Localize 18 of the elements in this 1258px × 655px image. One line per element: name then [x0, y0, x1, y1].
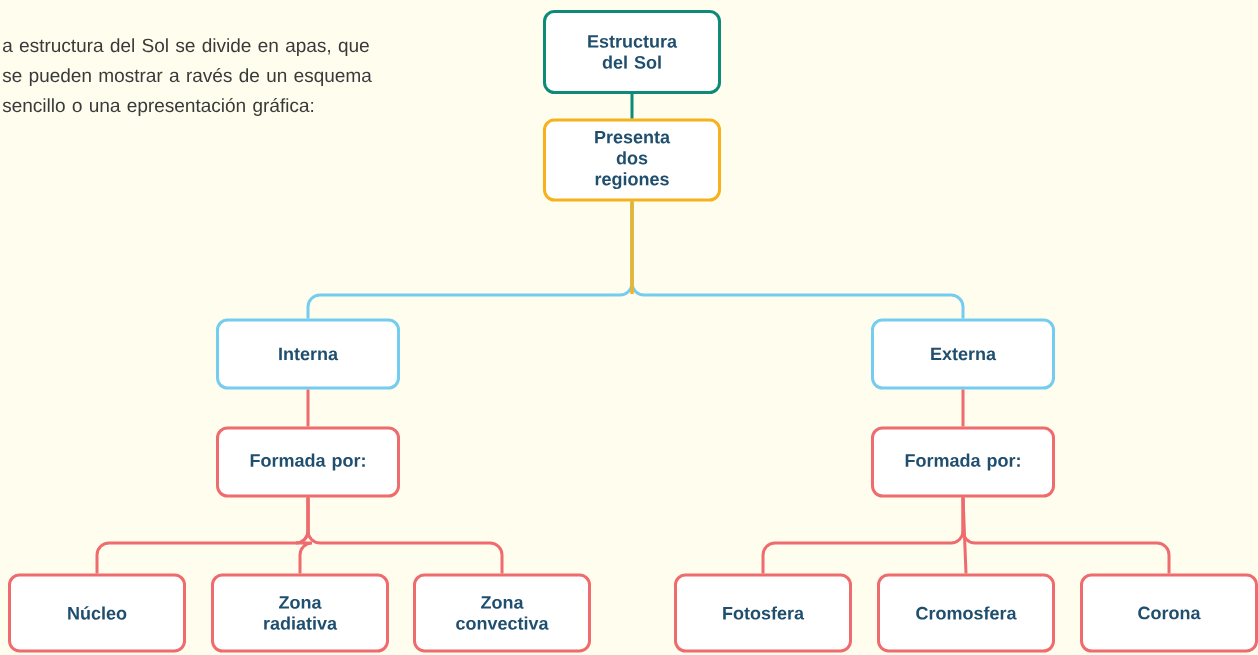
connector	[961, 497, 1171, 574]
title-box: Estructura del Sol	[543, 10, 721, 94]
intro-paragraph: a estructura del Sol se divide en apas, que se pueden mostrar a ravés de un esquema sencillo o una epresentación gráfica:	[2, 38, 372, 116]
concept-box: Cromosfera	[877, 573, 1055, 653]
concept-box: Formada por:	[216, 426, 400, 498]
concept-box: Zona radiativa	[211, 573, 389, 653]
connector	[306, 497, 504, 574]
connector	[306, 389, 310, 427]
connector	[961, 389, 965, 427]
process-box: Presenta dos regiones	[543, 118, 721, 202]
concept-box: Zona convectiva	[413, 573, 591, 653]
concept-box: Formada por:	[871, 426, 1055, 498]
concept-box: Fotosfera	[674, 573, 852, 653]
concept-box: Interna	[216, 318, 400, 390]
connector	[630, 94, 634, 119]
concept-box: Corona	[1080, 573, 1258, 653]
concept-box: Núcleo	[8, 573, 186, 653]
concept-box: Externa	[871, 318, 1055, 390]
